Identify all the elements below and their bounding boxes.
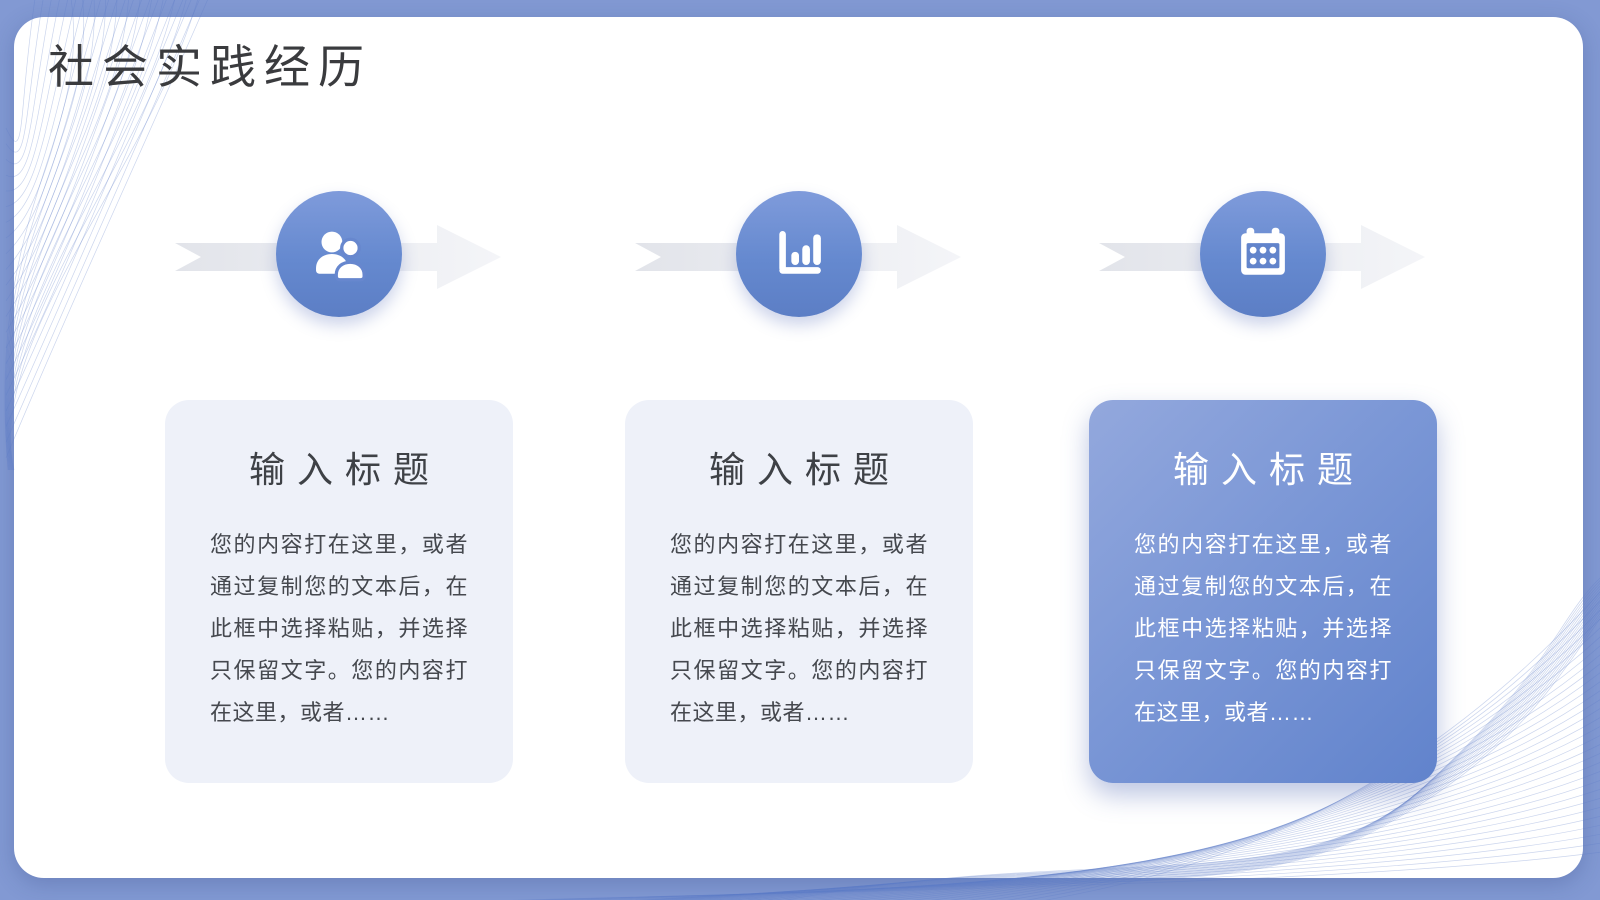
card-title-placeholder[interactable]: 输入标题 bbox=[248, 449, 441, 490]
step-card: 输入标题 您的内容打在这里，或者通过复制您的文本后，在此框中选择粘贴，并选择只保… bbox=[165, 400, 513, 783]
page-title[interactable]: 社会实践经历 bbox=[48, 41, 372, 93]
step-column-2: 输入标题 您的内容打在这里，或者通过复制您的文本后，在此框中选择粘贴，并选择只保… bbox=[625, 0, 973, 900]
step-card: 输入标题 您的内容打在这里，或者通过复制您的文本后，在此框中选择粘贴，并选择只保… bbox=[625, 400, 973, 783]
users-icon bbox=[316, 231, 366, 282]
card-title-placeholder[interactable]: 输入标题 bbox=[1172, 449, 1365, 490]
bar-chart-icon bbox=[779, 231, 821, 274]
card-body-placeholder[interactable]: 您的内容打在这里，或者通过复制您的文本后，在此框中选择粘贴，并选择只保留文字。您… bbox=[210, 532, 468, 725]
step-card-highlighted: 输入标题 您的内容打在这里，或者通过复制您的文本后，在此框中选择粘贴，并选择只保… bbox=[1089, 400, 1437, 783]
card-title-placeholder[interactable]: 输入标题 bbox=[708, 449, 901, 490]
card-body-placeholder[interactable]: 您的内容打在这里，或者通过复制您的文本后，在此框中选择粘贴，并选择只保留文字。您… bbox=[1134, 532, 1392, 725]
step-icon-circle bbox=[1200, 191, 1326, 317]
step-column-3: 输入标题 您的内容打在这里，或者通过复制您的文本后，在此框中选择粘贴，并选择只保… bbox=[1089, 0, 1437, 900]
step-icon-circle bbox=[276, 191, 402, 317]
calendar-icon bbox=[1241, 227, 1285, 275]
step-column-1: 输入标题 您的内容打在这里，或者通过复制您的文本后，在此框中选择粘贴，并选择只保… bbox=[165, 0, 513, 900]
step-icon-circle bbox=[736, 191, 862, 317]
card-body-placeholder[interactable]: 您的内容打在这里，或者通过复制您的文本后，在此框中选择粘贴，并选择只保留文字。您… bbox=[670, 532, 928, 725]
